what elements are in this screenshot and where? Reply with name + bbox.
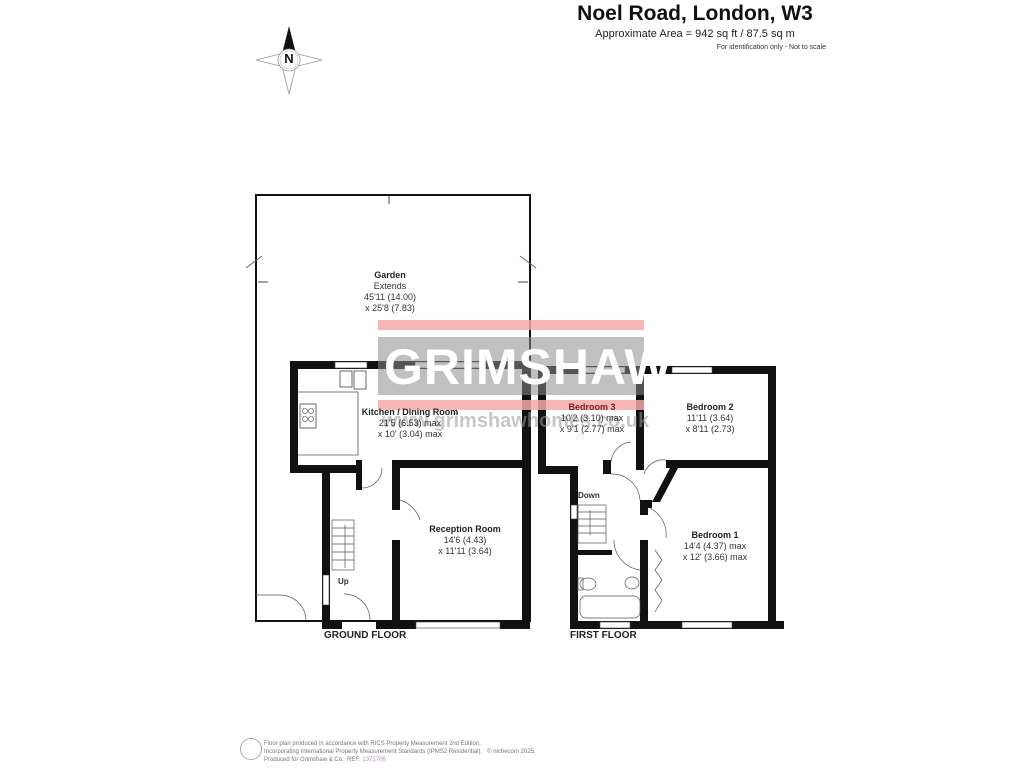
footer-copyright: © nichecom 2025. bbox=[487, 749, 536, 755]
room-note: Extends bbox=[373, 281, 407, 291]
watermark-brand-bg bbox=[378, 337, 644, 395]
footer-line-2: Incorporating International Property Mea… bbox=[264, 749, 483, 755]
approximate-area: Approximate Area = 942 sq ft / 87.5 sq m bbox=[595, 28, 795, 40]
room-label-bedroom-3: Bedroom 3 10'2 (3.10) max x 9'1 (2.77) m… bbox=[548, 402, 636, 435]
first-floor-label: FIRST FLOOR bbox=[570, 630, 637, 641]
room-name: Bedroom 2 bbox=[686, 402, 734, 412]
watermark-url: www.grimshawhomes.co.uk bbox=[382, 410, 650, 432]
watermark-brand: GRIMSHAW bbox=[384, 339, 673, 395]
room-dimension: 45'11 (14.00) bbox=[363, 292, 417, 302]
compass-icon bbox=[255, 26, 323, 95]
property-title: Noel Road, London, W3 bbox=[577, 2, 813, 25]
room-dimension: 14'4 (4.37) max bbox=[683, 541, 747, 551]
footer-line-3: Produced for Grimshaw & Co. bbox=[264, 757, 344, 763]
compass-rose: N bbox=[254, 24, 324, 96]
rics-badge-icon bbox=[240, 738, 262, 760]
room-label-bedroom-2: Bedroom 2 11'11 (3.64) x 8'11 (2.73) bbox=[660, 402, 760, 435]
room-dimension: 21'5 (6.53) max bbox=[378, 418, 442, 428]
room-dimension: 14'6 (4.43) bbox=[443, 535, 487, 545]
room-name: Kitchen / Dining Room bbox=[361, 407, 459, 417]
watermark-bar-bottom bbox=[378, 400, 644, 410]
footer-disclaimer: Floor plan produced in accordance with R… bbox=[264, 740, 536, 764]
scale-note: For identification only - Not to scale bbox=[716, 44, 826, 51]
watermark-bar-top bbox=[378, 320, 644, 330]
room-dimension: x 9'1 (2.77) max bbox=[559, 424, 625, 434]
compass-north-label: N bbox=[284, 51, 294, 66]
stairs-down-label: Down bbox=[578, 491, 600, 500]
ground-floor-label: GROUND FLOOR bbox=[324, 630, 407, 641]
footer-ref: 1371706 bbox=[362, 757, 386, 763]
room-dimension: x 11'11 (3.64) bbox=[438, 546, 492, 556]
room-label-reception: Reception Room 14'6 (4.43) x 11'11 (3.64… bbox=[405, 524, 525, 557]
room-dimension: x 25'8 (7.83) bbox=[365, 303, 415, 313]
room-label-garden: Garden Extends 45'11 (14.00) x 25'8 (7.8… bbox=[330, 270, 450, 314]
room-name: Reception Room bbox=[429, 524, 501, 534]
room-dimension: 11'11 (3.64) bbox=[686, 413, 734, 423]
room-name: Bedroom 1 bbox=[691, 530, 739, 540]
room-name: Bedroom 3 bbox=[568, 402, 616, 412]
room-dimension: x 12' (3.66) max bbox=[682, 552, 748, 562]
footer-ref-label: REF: bbox=[347, 757, 361, 763]
room-dimension: x 10' (3.04) max bbox=[377, 429, 443, 439]
room-name: Garden bbox=[374, 270, 406, 280]
room-dimension: 10'2 (3.10) max bbox=[560, 413, 624, 423]
stairs-up-label: Up bbox=[338, 577, 349, 586]
room-label-bedroom-1: Bedroom 1 14'4 (4.37) max x 12' (3.66) m… bbox=[660, 530, 770, 563]
room-label-kitchen: Kitchen / Dining Room 21'5 (6.53) max x … bbox=[340, 407, 480, 440]
footer-line-1: Floor plan produced in accordance with R… bbox=[264, 741, 481, 747]
room-dimension: x 8'11 (2.73) bbox=[685, 424, 735, 434]
